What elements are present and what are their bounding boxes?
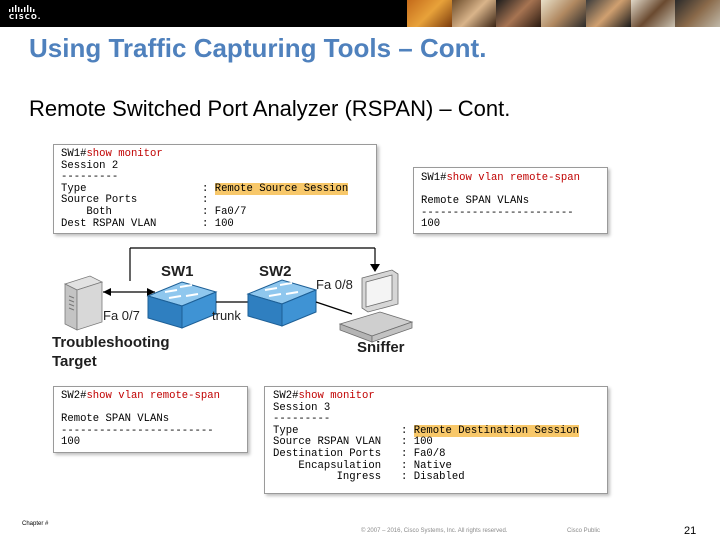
cli-line: Session 2	[61, 159, 119, 172]
sw1-show-vlan-output: SW1#show vlan remote-span Remote SPAN VL…	[413, 167, 608, 234]
trunk-label: trunk	[212, 308, 241, 323]
cli-field-value: Remote Destination Session	[413, 424, 580, 437]
photo-2	[451, 0, 497, 27]
footer-chapter: Chapter #	[22, 521, 49, 527]
cli-field-key: Ingress	[273, 471, 382, 484]
cli-line: ---------	[273, 413, 331, 426]
cli-command-line: SW1#show monitor	[61, 148, 376, 161]
fa07-label: Fa 0/7	[103, 308, 140, 323]
cli-field-sep: :	[202, 194, 215, 207]
cli-field-value: Native	[413, 459, 452, 472]
footer-classification: Cisco Public	[567, 528, 601, 534]
cli-field-value: Fa0/7	[214, 205, 247, 218]
cli-field-row: Source Ports:	[61, 195, 376, 207]
cli-field-key: Dest RSPAN VLAN	[61, 217, 157, 230]
cli-field-sep: : 100	[401, 436, 433, 449]
cli-field-row: Source RSPAN VLAN : 100	[273, 437, 607, 449]
cli-field-key: Type	[61, 182, 87, 195]
cli-field-key: Destination Ports	[273, 447, 382, 460]
rspan-topology-diagram	[63, 247, 414, 343]
cli-command-line: SW1#show vlan remote-span	[421, 172, 607, 185]
cli-command: show vlan remote-span	[86, 390, 220, 402]
cli-command-line: SW2#show vlan remote-span	[61, 390, 247, 403]
cli-prompt: SW2#	[273, 390, 299, 402]
target-label-line-1: Troubleshooting	[52, 334, 170, 351]
sw1-show-monitor-output: SW1#show monitor Session 2 --------- Typ…	[53, 144, 377, 234]
cli-line: Session 3	[273, 401, 331, 414]
cli-field-value: 100	[413, 436, 433, 449]
cli-field-sep: : Disabled	[401, 471, 465, 484]
arrow-down-icon	[370, 264, 380, 272]
cli-field-sep: : Remote Destination Session	[401, 424, 580, 437]
cli-command: show vlan remote-span	[446, 172, 580, 184]
link-fa08	[315, 301, 353, 315]
arrow-right-icon	[147, 288, 155, 296]
switch-sw1-icon	[146, 281, 218, 329]
cli-field-sep: : Fa0/7	[202, 205, 247, 218]
header-photo-strip	[407, 0, 720, 27]
sw2-show-vlan-output: SW2#show vlan remote-span Remote SPAN VL…	[53, 386, 248, 453]
cli-line: ---------	[61, 171, 119, 184]
cli-field-row: Both : Fa0/7	[61, 205, 376, 219]
cli-line: 100	[421, 218, 441, 231]
footer-copyright: © 2007 – 2016, Cisco Systems, Inc. All r…	[361, 528, 508, 534]
cli-command-line: SW2#show monitor	[273, 390, 607, 403]
server-icon	[63, 275, 104, 331]
cli-command: show monitor	[86, 148, 163, 160]
cli-field-key: Both	[61, 205, 112, 218]
cli-field-value: Fa0/8	[413, 447, 446, 460]
cli-rule: ------------------------	[421, 206, 574, 219]
cli-field-key: Source RSPAN VLAN	[273, 436, 382, 449]
photo-4	[541, 0, 586, 27]
page-title: Using Traffic Capturing Tools – Cont.	[29, 33, 487, 63]
cli-field-key: Encapsulation	[273, 459, 382, 472]
fa08-label: Fa 0/8	[316, 277, 353, 292]
cli-field-row: Encapsulation : Native	[273, 459, 607, 473]
sniffer-label: Sniffer	[357, 339, 405, 356]
cli-line: Remote SPAN VLANs	[421, 195, 530, 208]
cli-field-row: Dest RSPAN VLAN : 100	[61, 217, 376, 231]
switch-sw2-icon	[246, 279, 318, 327]
cli-field-row: Destination Ports : Fa0/8	[273, 447, 607, 461]
photo-5	[585, 0, 631, 27]
cli-prompt: SW1#	[421, 172, 447, 184]
cli-field-value: 100	[214, 217, 234, 230]
logo-wordmark: CISCO.	[9, 13, 42, 21]
cli-field-value: Disabled	[413, 471, 465, 484]
sw1-label: SW1	[161, 263, 194, 280]
cli-field-sep: : Native	[401, 459, 452, 472]
cli-field-key: Source Ports	[61, 194, 138, 207]
cli-rule: ------------------------	[61, 424, 214, 437]
cli-field-value: Remote Source Session	[214, 182, 349, 195]
photo-7	[675, 0, 720, 27]
cli-line: 100	[61, 436, 81, 449]
sniffer-pc-icon	[338, 269, 414, 343]
header-banner: CISCO.	[0, 0, 720, 27]
cli-field-row: Ingress : Disabled	[273, 471, 607, 484]
troubleshooting-target-label: Troubleshooting Target	[52, 333, 170, 371]
target-label-line-2: Target	[52, 353, 97, 370]
cli-prompt: SW1#	[61, 148, 87, 160]
arrow-left-icon	[103, 288, 111, 296]
cli-field-sep: : Fa0/8	[401, 447, 446, 460]
cli-field-row: Type : Remote Source Session	[61, 182, 376, 196]
cli-command: show monitor	[298, 390, 375, 402]
cisco-logo-icon	[9, 5, 35, 12]
cli-field-row: Type : Remote Destination Session	[273, 424, 607, 438]
photo-6	[630, 0, 676, 27]
sw2-show-monitor-output: SW2#show monitor Session 3 --------- Typ…	[264, 386, 608, 494]
photo-3	[496, 0, 542, 27]
cli-line: Remote SPAN VLANs	[61, 413, 170, 426]
cli-field-sep: : Remote Source Session	[202, 182, 349, 195]
cli-field-key: Type	[273, 424, 299, 437]
cli-prompt: SW2#	[61, 390, 87, 402]
page-subtitle: Remote Switched Port Analyzer (RSPAN) – …	[29, 96, 511, 121]
sw2-label: SW2	[259, 263, 292, 280]
page-number: 21	[684, 525, 697, 537]
cli-field-sep: : 100	[202, 217, 234, 230]
photo-1	[407, 0, 452, 27]
